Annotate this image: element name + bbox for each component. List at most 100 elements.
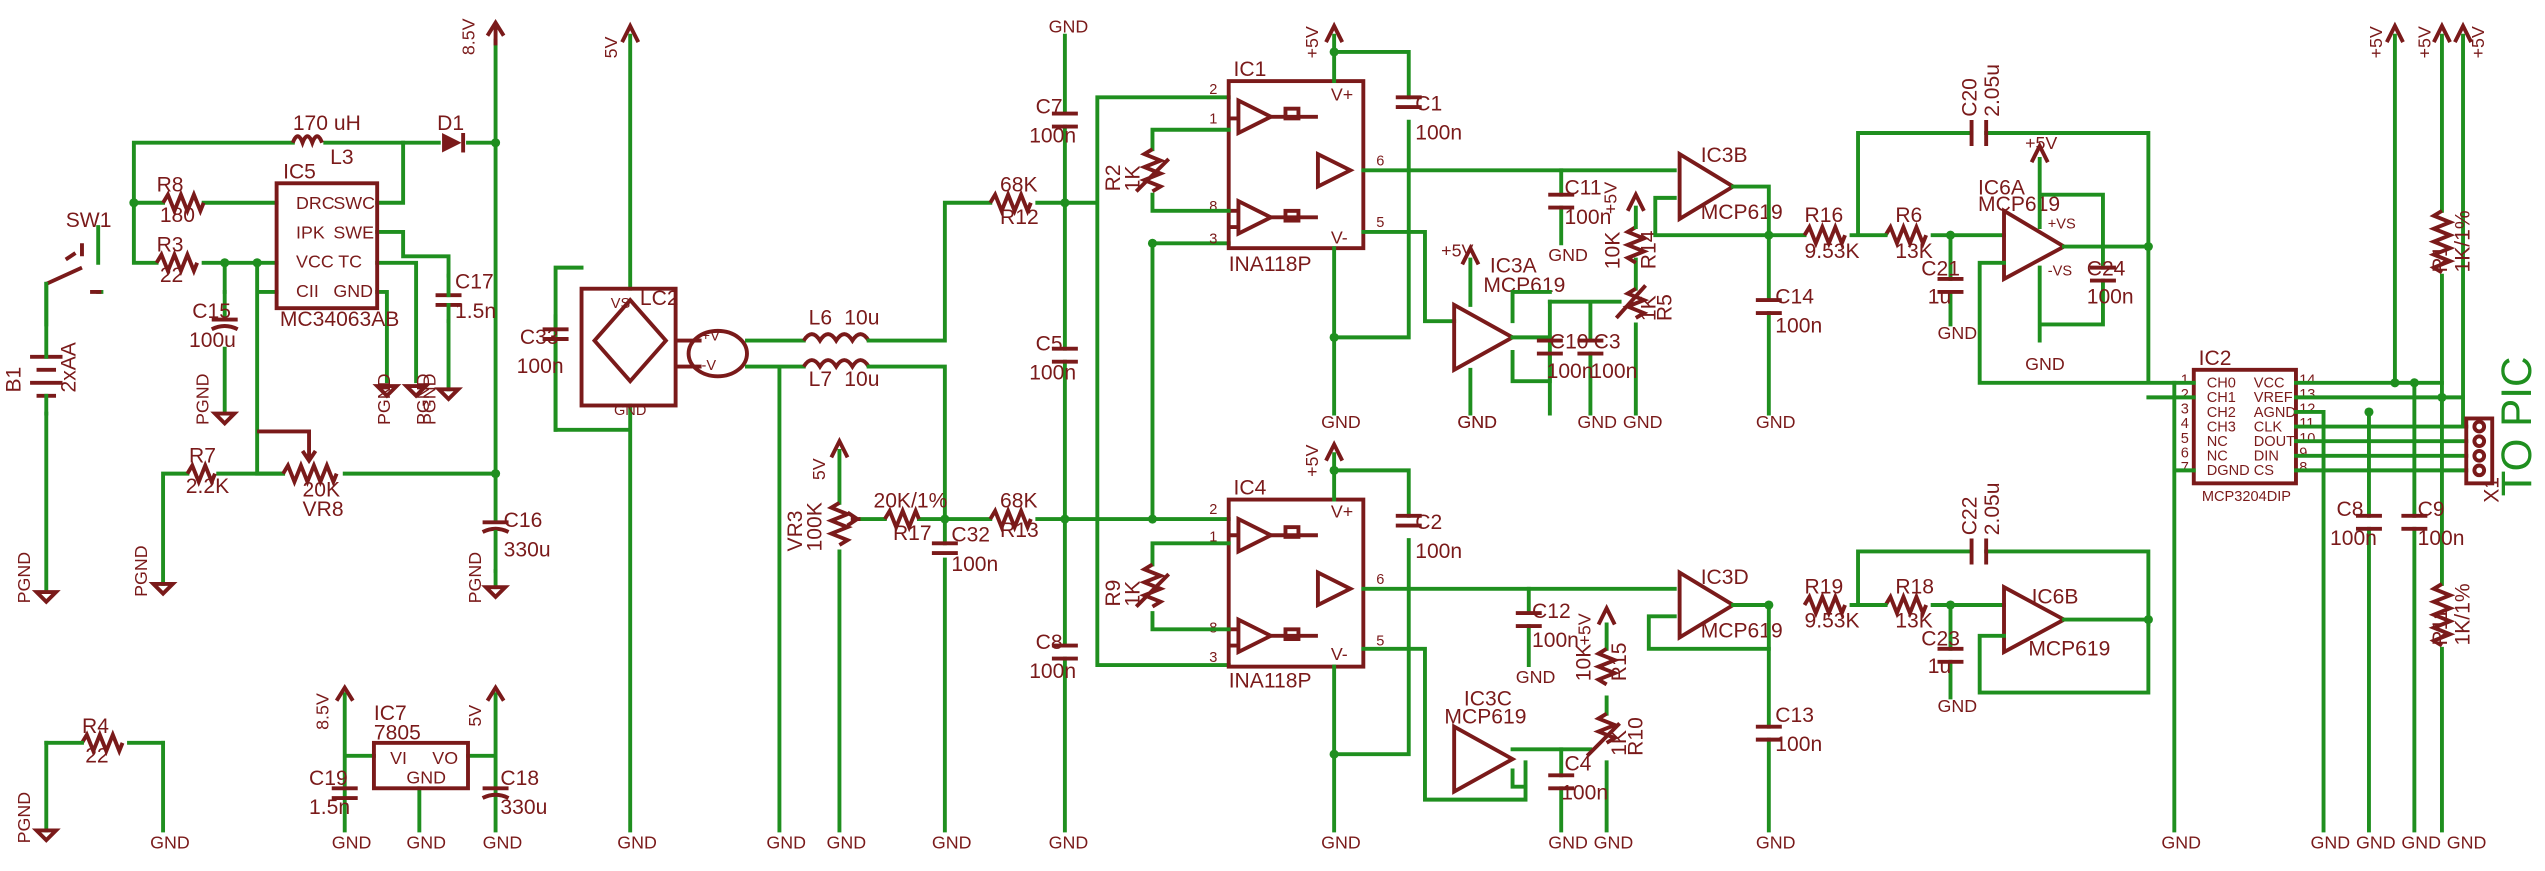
- ic2-pin-right-7: CS: [2254, 463, 2275, 479]
- label-c23: C23: [1921, 628, 1960, 651]
- ic2-pin-left-3: CH2: [2207, 405, 2236, 421]
- ic1-pin5: 5: [1376, 215, 1384, 231]
- label-gnd-ic1: GND: [1321, 412, 1361, 432]
- ic2-pin-right-6: DIN: [2254, 449, 2279, 465]
- label-gnd-c3: GND: [1577, 412, 1617, 432]
- ic2-pin-left-7: DGND: [2207, 463, 2250, 479]
- label-p5v-ic1: +5V: [1302, 26, 1322, 58]
- lc2-pin-vs: VS: [611, 296, 631, 312]
- label-r10-value: 1K: [1608, 730, 1631, 756]
- label-c21: C21: [1921, 258, 1960, 281]
- label-c22-value: 2.05u: [1981, 483, 2004, 536]
- ic5-pin-cii: CII: [296, 281, 319, 301]
- label-8v5-supply: 8.5V: [458, 18, 478, 55]
- label-gnd-c12: GND: [1516, 667, 1556, 687]
- label-c24: C24: [2087, 258, 2126, 281]
- adc-section: IC2 MCP3204DIP CH01CH12CH23CH34NC5NC6DGN…: [2146, 21, 2540, 852]
- ic5-pin-ipk: IPK: [296, 222, 325, 242]
- label-r19: R19: [1805, 576, 1844, 599]
- label-gnd-lc2: GND: [617, 832, 657, 852]
- input-filter-section: 68K R12 68K R13 C7 100n C5 100n C8 100n …: [988, 16, 1089, 852]
- label-c20-value: 2.05u: [1981, 64, 2004, 117]
- label-c33-value: 100n: [517, 355, 564, 378]
- label-c20: C20: [1958, 78, 1981, 117]
- label-ic3c: IC3C: [1464, 688, 1512, 711]
- label-l6-value: 10u: [844, 306, 879, 329]
- label-ic7: IC7: [374, 702, 407, 725]
- label-ic6b: IC6B: [2032, 585, 2079, 608]
- label-ic4-type: INA118P: [1229, 670, 1312, 693]
- label-c14: C14: [1775, 285, 1814, 308]
- ic2-pin-right-2: VREF: [2254, 390, 2293, 406]
- label-c5-value: 100n: [1029, 362, 1076, 385]
- label-c8b-value: 100n: [2330, 527, 2377, 550]
- ic2-pin-right-3: AGND: [2254, 405, 2296, 421]
- label-ic3b: IC3B: [1701, 144, 1748, 167]
- power-supply-section: 8.5V 170 uH L3 D1 R8 180 R3 22 IC5 MC340…: [2, 18, 551, 605]
- ic2-pin-num-left-6: 6: [2181, 445, 2189, 461]
- label-p5v-adc-a: +5V: [2366, 26, 2386, 58]
- label-r12: R12: [1000, 206, 1039, 229]
- ic1-pin3: 3: [1209, 231, 1217, 247]
- ic2-pin-left-1: CH0: [2207, 376, 2236, 392]
- ic2-pin-left-4: CH3: [2207, 419, 2236, 435]
- label-c13: C13: [1775, 704, 1814, 727]
- ic2-pin-left-2: CH1: [2207, 390, 2236, 406]
- label-r2-value: 1K: [1121, 166, 1144, 192]
- label-gnd-r5: GND: [1623, 412, 1663, 432]
- label-c9-value: 100n: [2418, 527, 2465, 550]
- label-ic1-type: INA118P: [1229, 253, 1312, 276]
- label-c15: C15: [192, 300, 231, 323]
- ic5-pin-swc: SWC: [333, 193, 375, 213]
- label-c5: C5: [1036, 332, 1063, 355]
- label-gnd-c8: GND: [1049, 832, 1089, 852]
- ic7-pin-vi: VI: [390, 748, 407, 768]
- label-r18: R18: [1895, 576, 1934, 599]
- ic2-pin-num-left-2: 2: [2181, 387, 2189, 403]
- reference-buffers: IC3A MCP619 IC3C MCP619 +5V GND C11 100n…: [1361, 168, 1677, 852]
- label-r14: R14: [1637, 230, 1660, 269]
- label-gnd-c19: GND: [332, 832, 372, 852]
- label-r7-value: 2.2K: [186, 475, 229, 498]
- label-gnd-c10: GND: [1457, 412, 1497, 432]
- label-p5v-r15: +5V: [1574, 613, 1594, 645]
- label-vr8: VR8: [303, 498, 344, 521]
- label-gnd-r11: GND: [2447, 832, 2487, 852]
- label-c32: C32: [951, 524, 990, 547]
- label-5v-ic7: 5V: [465, 705, 485, 727]
- label-c17-value: 1.5n: [455, 300, 496, 323]
- label-r9: R9: [1102, 580, 1125, 607]
- label-c1: C1: [1415, 92, 1442, 115]
- label-r13: R13: [1000, 519, 1039, 542]
- label-gnd-ic3a: GND: [1457, 412, 1497, 432]
- label-gnd-c18: GND: [483, 832, 523, 852]
- label-ic3d: IC3D: [1701, 566, 1749, 589]
- ic4-pin2: 2: [1209, 502, 1217, 518]
- ic5-pin-gnd: GND: [333, 281, 373, 301]
- ic1-pin8: 8: [1209, 199, 1217, 215]
- label-r13-value: 68K: [1000, 490, 1038, 513]
- label-c16-value: 330u: [504, 538, 551, 561]
- label-ic3a: IC3A: [1490, 254, 1538, 277]
- label-c1-value: 100n: [1415, 121, 1462, 144]
- label-gnd-ic6: GND: [2025, 354, 2065, 374]
- label-d1: D1: [437, 112, 464, 135]
- label-r16-value: 9.53K: [1805, 240, 1860, 263]
- label-gnd-c21: GND: [1938, 323, 1978, 343]
- label-c23-value: 1u: [1928, 655, 1951, 678]
- label-c13-value: 100n: [1775, 733, 1822, 756]
- label-gnd-l7: GND: [766, 832, 806, 852]
- label-5v-lc2: 5V: [601, 36, 621, 58]
- ic2-pin-right-1: VCC: [2254, 376, 2285, 392]
- label-ic6a: IC6A: [1978, 177, 2026, 200]
- ic4-pin1: 1: [1209, 530, 1217, 546]
- load-cell-section: C33 100n LC2 VS +V -V GND 5V GND L6 10u …: [517, 21, 993, 852]
- label-r7: R7: [189, 444, 216, 467]
- ic4-pin-vplus: V+: [1331, 501, 1353, 521]
- ic1-pin-vplus: V+: [1331, 85, 1353, 105]
- label-p5v-r14: +5V: [1600, 182, 1620, 214]
- label-ic3b-type: MCP619: [1701, 201, 1783, 224]
- label-r1: R1: [2429, 246, 2452, 273]
- label-gnd-ic4: GND: [1321, 832, 1361, 852]
- label-pgnd-c15: PGND: [192, 373, 212, 425]
